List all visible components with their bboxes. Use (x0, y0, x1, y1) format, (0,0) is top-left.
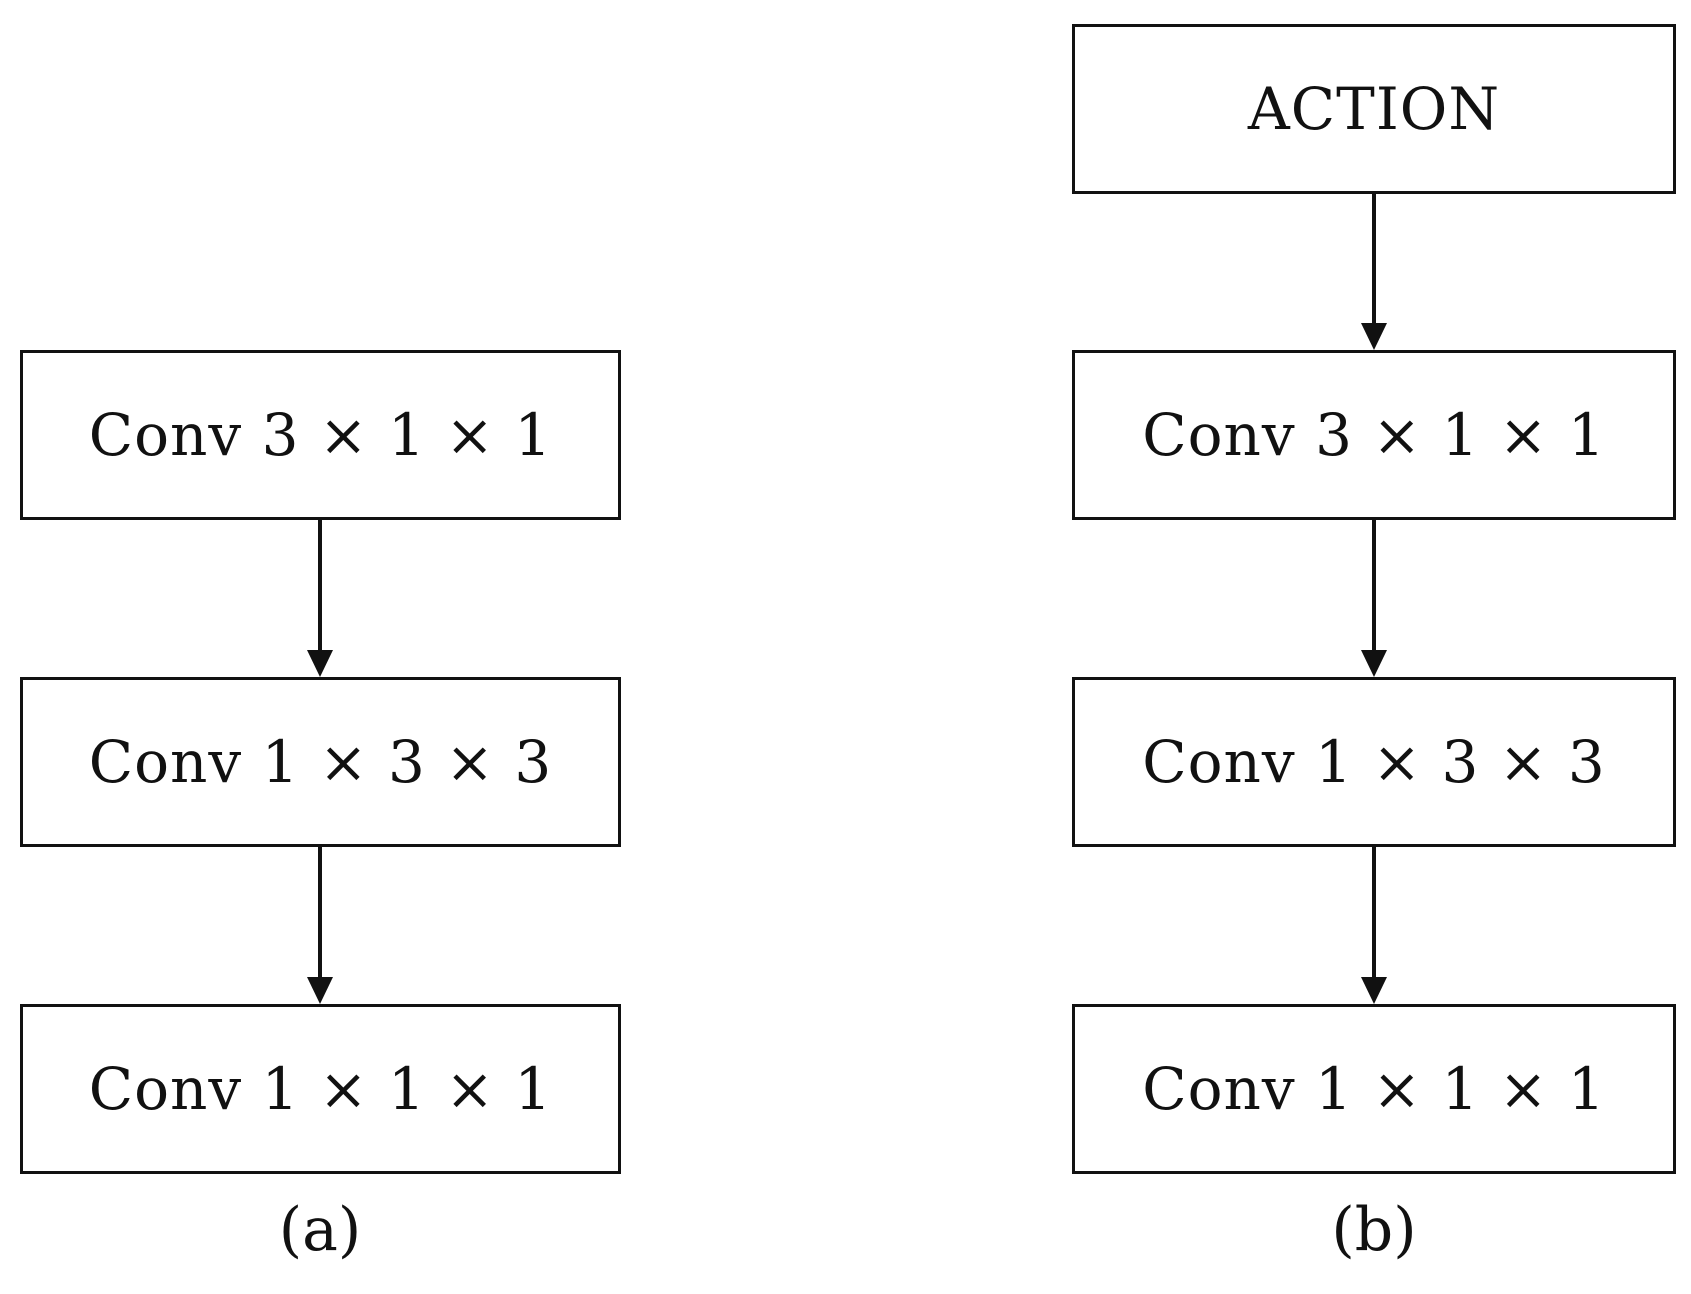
arrow-b-1 (1361, 520, 1387, 677)
panel-b-conv-1x3x3-box: Conv 1 × 3 × 3 (1072, 677, 1676, 847)
panel-b-action-label: ACTION (1247, 75, 1501, 143)
panel-a-conv-1x3x3-box: Conv 1 × 3 × 3 (20, 677, 621, 847)
arrow-a-2 (307, 847, 333, 1004)
panel-a-conv-1x1x1-box: Conv 1 × 1 × 1 (20, 1004, 621, 1174)
arrow-b-0 (1361, 194, 1387, 350)
panel-a-conv-3x1x1-box: Conv 3 × 1 × 1 (20, 350, 621, 520)
panel-b-action-box: ACTION (1072, 24, 1676, 194)
panel-b-caption: (b) (1331, 1195, 1417, 1265)
panel-b-conv-1x3x3-label: Conv 1 × 3 × 3 (1142, 728, 1606, 796)
panel-b-conv-3x1x1-label: Conv 3 × 1 × 1 (1142, 401, 1606, 469)
arrow-b-2 (1361, 847, 1387, 1004)
panel-b-conv-3x1x1-box: Conv 3 × 1 × 1 (1072, 350, 1676, 520)
panel-a-caption: (a) (278, 1195, 362, 1265)
panel-b-conv-1x1x1-label: Conv 1 × 1 × 1 (1142, 1055, 1606, 1123)
panel-a-conv-1x3x3-label: Conv 1 × 3 × 3 (88, 728, 553, 796)
panel-b-conv-1x1x1-box: Conv 1 × 1 × 1 (1072, 1004, 1676, 1174)
arrow-a-1 (307, 520, 333, 677)
panel-a-conv-1x1x1-label: Conv 1 × 1 × 1 (88, 1055, 553, 1123)
panel-a-conv-3x1x1-label: Conv 3 × 1 × 1 (88, 401, 553, 469)
